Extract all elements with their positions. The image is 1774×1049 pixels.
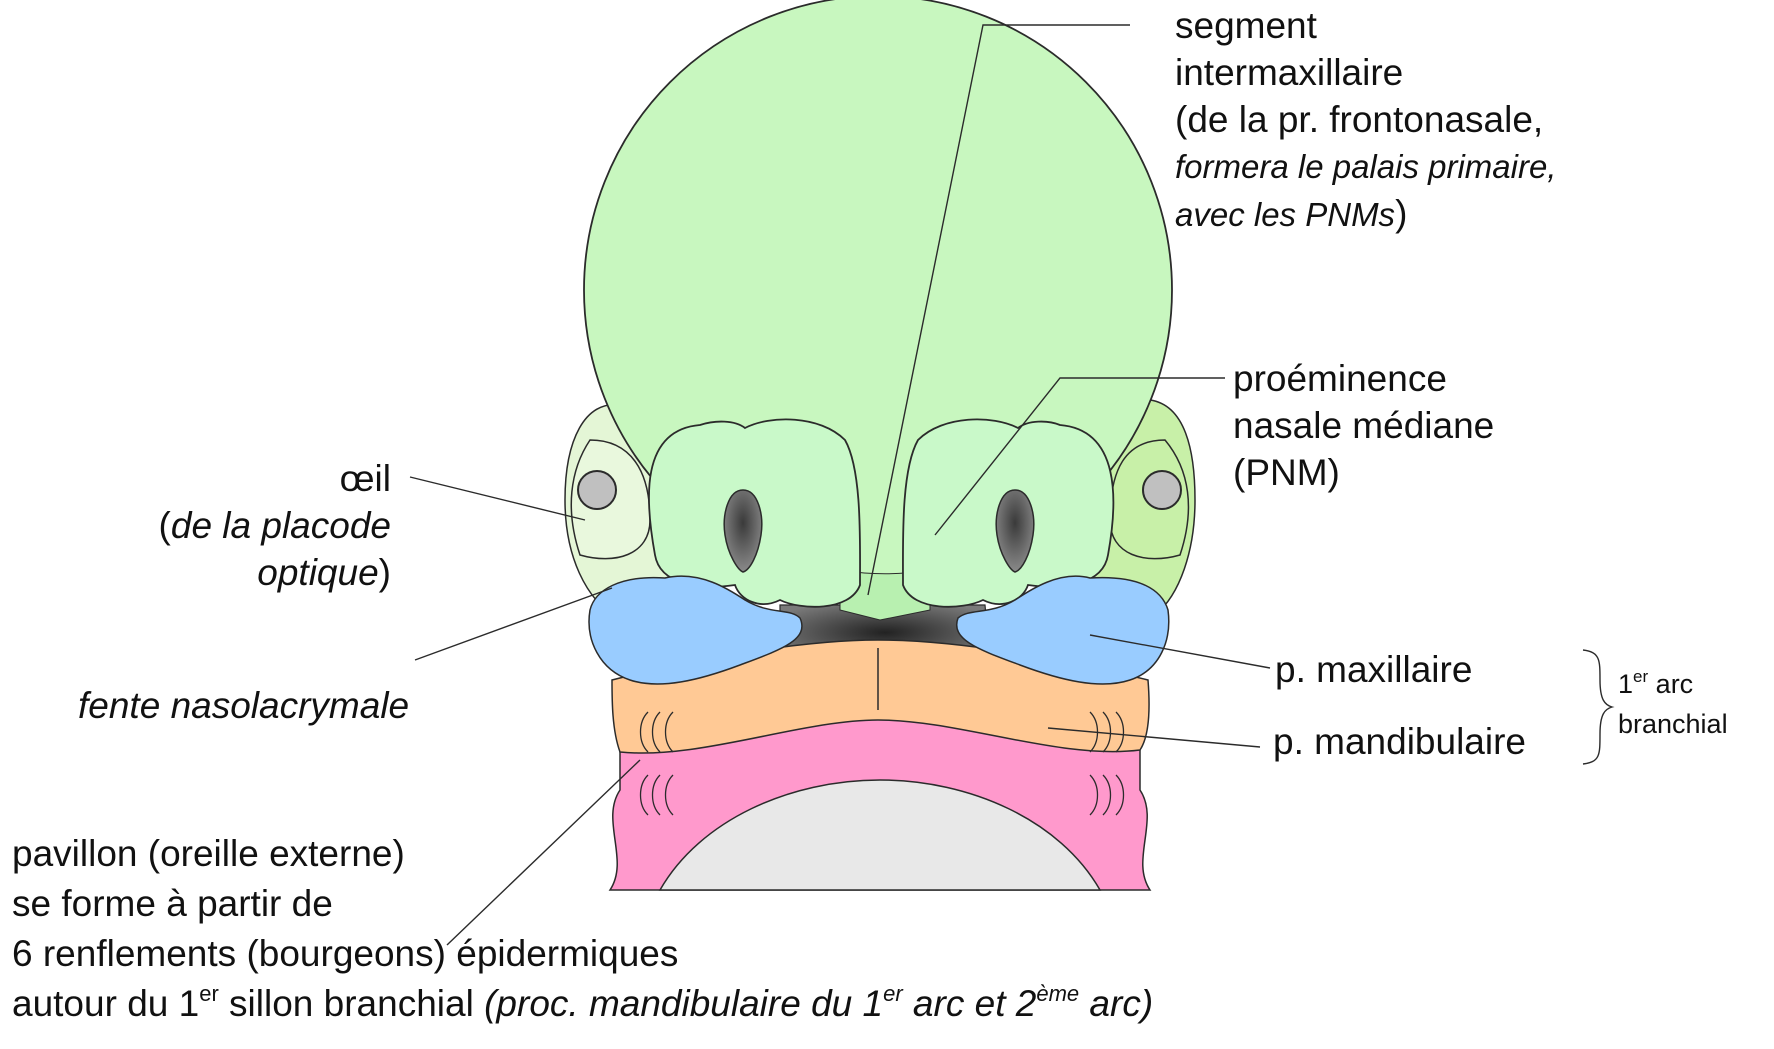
segment-line1: segment (1175, 2, 1556, 49)
segment-line5-paren: ) (1395, 193, 1407, 234)
pav-line4b: er (199, 981, 219, 1006)
label-pnm: proéminence nasale médiane (PNM) (1233, 355, 1494, 496)
pav-line4h: arc) (1079, 983, 1153, 1024)
label-fente: fente nasolacrymale (78, 682, 409, 729)
arc-word: arc (1656, 669, 1694, 699)
pav-line4g: ème (1036, 981, 1079, 1006)
pav-line4d: (proc. mandibulaire du 1 (484, 983, 883, 1024)
pnm-line1: proéminence (1233, 355, 1494, 402)
left-eye (578, 471, 616, 509)
pav-line4f: arc et 2 (903, 983, 1037, 1024)
arc-num: 1 (1618, 669, 1633, 699)
right-eye (1143, 471, 1181, 509)
pnm-line2: nasale médiane (1233, 402, 1494, 449)
arc-sup: er (1633, 667, 1648, 686)
pnm-line3: (PNM) (1233, 449, 1494, 496)
label-arc: 1er arc branchial (1618, 664, 1728, 744)
segment-line5: avec les PNMs) (1175, 190, 1556, 238)
pav-line1: pavillon (oreille externe) (12, 829, 1153, 879)
label-oeil: œil (de la placode optique) (159, 455, 391, 596)
oeil-line3-paren: ) (379, 552, 391, 593)
pav-line4e: er (883, 981, 903, 1006)
oeil-line2: (de la placode (159, 502, 391, 549)
leader-oeil (410, 477, 585, 520)
pav-line3: 6 renflements (bourgeons) épidermiques (12, 929, 1153, 979)
maxillaire-text: p. maxillaire (1275, 649, 1472, 690)
arc-line2: branchial (1618, 704, 1728, 744)
segment-line4: formera le palais primaire, (1175, 143, 1556, 190)
oeil-line2-italic: de la placode (171, 505, 391, 546)
pav-line4-italic: (proc. mandibulaire du 1er arc et 2ème a… (484, 983, 1153, 1024)
pav-line4a: autour du 1 (12, 983, 199, 1024)
oeil-line3-italic: optique (257, 552, 378, 593)
segment-line4-italic: formera le palais primaire, (1175, 148, 1556, 185)
arc-line1: 1er arc (1618, 664, 1728, 704)
segment-line2: intermaxillaire (1175, 49, 1556, 96)
label-mandibulaire: p. mandibulaire (1273, 718, 1526, 765)
leader-fente (415, 588, 612, 660)
fente-text: fente nasolacrymale (78, 685, 409, 726)
label-pavillon: pavillon (oreille externe) se forme à pa… (12, 829, 1153, 1029)
label-segment: segment intermaxillaire (de la pr. front… (1175, 2, 1556, 238)
oeil-line2-paren: ( (159, 505, 171, 546)
mandibulaire-text: p. mandibulaire (1273, 721, 1526, 762)
segment-line3: (de la pr. frontonasale, (1175, 96, 1556, 143)
segment-line5-italic: avec les PNMs (1175, 196, 1395, 233)
oeil-line3: optique) (159, 549, 391, 596)
pav-line4: autour du 1er sillon branchial (proc. ma… (12, 979, 1153, 1029)
oeil-line1: œil (159, 455, 391, 502)
arch-brace (1583, 650, 1612, 764)
pav-line2: se forme à partir de (12, 879, 1153, 929)
label-maxillaire: p. maxillaire (1275, 646, 1472, 693)
pav-line4c: sillon branchial (219, 983, 484, 1024)
